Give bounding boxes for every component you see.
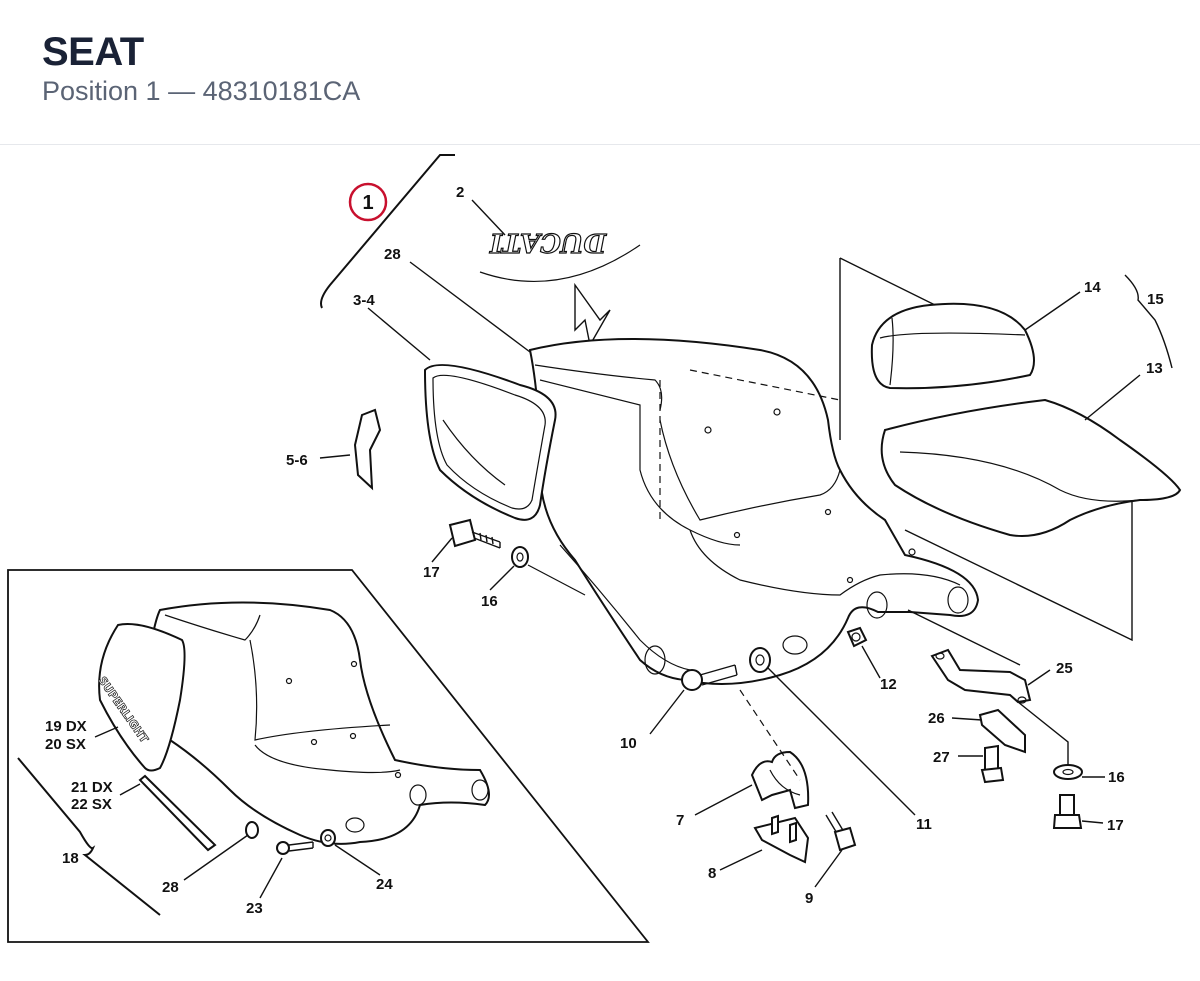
- label-28-inset[interactable]: 28: [162, 879, 179, 896]
- label-2[interactable]: 2: [456, 184, 464, 201]
- label-11[interactable]: 11: [916, 816, 932, 833]
- screw-9: [825, 811, 857, 852]
- bracket-5-6: [353, 408, 382, 491]
- seat-exploded-diagram: 1 DUCATI: [7, 154, 1182, 943]
- leader-lines: [94, 199, 1173, 899]
- label-15[interactable]: 15: [1147, 291, 1164, 308]
- label-12[interactable]: 12: [880, 676, 897, 693]
- label-3-4[interactable]: 3-4: [353, 292, 375, 309]
- label-27[interactable]: 27: [933, 749, 950, 766]
- screw-17-top: [448, 518, 501, 549]
- inset-panel: [7, 569, 650, 943]
- bracket-25: [930, 648, 1032, 704]
- label-18[interactable]: 18: [62, 850, 79, 867]
- page-subtitle: Position 1 — 48310181CA: [42, 76, 361, 106]
- inset-bracket-18: [17, 757, 161, 916]
- label-14[interactable]: 14: [1084, 279, 1101, 296]
- assembly-1-bracket: [320, 154, 455, 309]
- inset-side-panel: SUPERLIGHT: [95, 623, 186, 772]
- nut-12: [846, 626, 868, 648]
- label-20sx[interactable]: 20 SX: [45, 736, 86, 753]
- washer-11: [749, 647, 771, 673]
- label-17-top[interactable]: 17: [423, 564, 440, 581]
- label-17-right[interactable]: 17: [1107, 817, 1124, 834]
- page-header: SEAT Position 1 — 48310181CA: [0, 0, 1200, 145]
- washer-16-top: [511, 546, 529, 568]
- label-8[interactable]: 8: [708, 865, 716, 882]
- label-23[interactable]: 23: [246, 900, 263, 917]
- plate-26: [978, 708, 1026, 754]
- part-labels: 2 28 3-4 5-6 17 16 14 15 13 10 12 25 26 …: [45, 184, 1164, 917]
- page-title: SEAT: [42, 30, 144, 74]
- ducati-decal-text: DUCATI: [489, 227, 607, 257]
- label-19dx[interactable]: 19 DX: [45, 718, 87, 735]
- label-22sx[interactable]: 22 SX: [71, 796, 112, 813]
- inset-screw-23: [276, 841, 314, 855]
- ducati-decal: DUCATI: [479, 226, 641, 347]
- screw-27: [980, 744, 1005, 784]
- label-5-6[interactable]: 5-6: [286, 452, 308, 469]
- label-21dx[interactable]: 21 DX: [71, 779, 113, 796]
- position-1-marker[interactable]: [348, 182, 388, 222]
- label-28[interactable]: 28: [384, 246, 401, 263]
- label-26[interactable]: 26: [928, 710, 945, 727]
- plate-8: [753, 814, 810, 864]
- inset-grommet: [245, 821, 259, 839]
- label-24[interactable]: 24: [376, 876, 393, 893]
- label-10[interactable]: 10: [620, 735, 637, 752]
- label-9[interactable]: 9: [805, 890, 813, 907]
- clamp-7: [750, 750, 810, 810]
- label-25[interactable]: 25: [1056, 660, 1073, 677]
- label-16-top[interactable]: 16: [481, 593, 498, 610]
- seat-cushion-13: [880, 398, 1182, 537]
- inset-washer-24: [320, 829, 336, 847]
- screw-17-right: [1052, 794, 1083, 829]
- screw-10: [681, 664, 738, 691]
- side-panel: [423, 364, 557, 521]
- label-16-right[interactable]: 16: [1108, 769, 1125, 786]
- washer-16-right: [1053, 764, 1083, 780]
- position-1-label[interactable]: 1: [362, 192, 373, 214]
- label-13[interactable]: 13: [1146, 360, 1163, 377]
- inset-strip: [138, 774, 217, 852]
- label-7[interactable]: 7: [676, 812, 684, 829]
- seat-cushion-14: [870, 302, 1035, 390]
- seat-tail-body: [528, 338, 980, 685]
